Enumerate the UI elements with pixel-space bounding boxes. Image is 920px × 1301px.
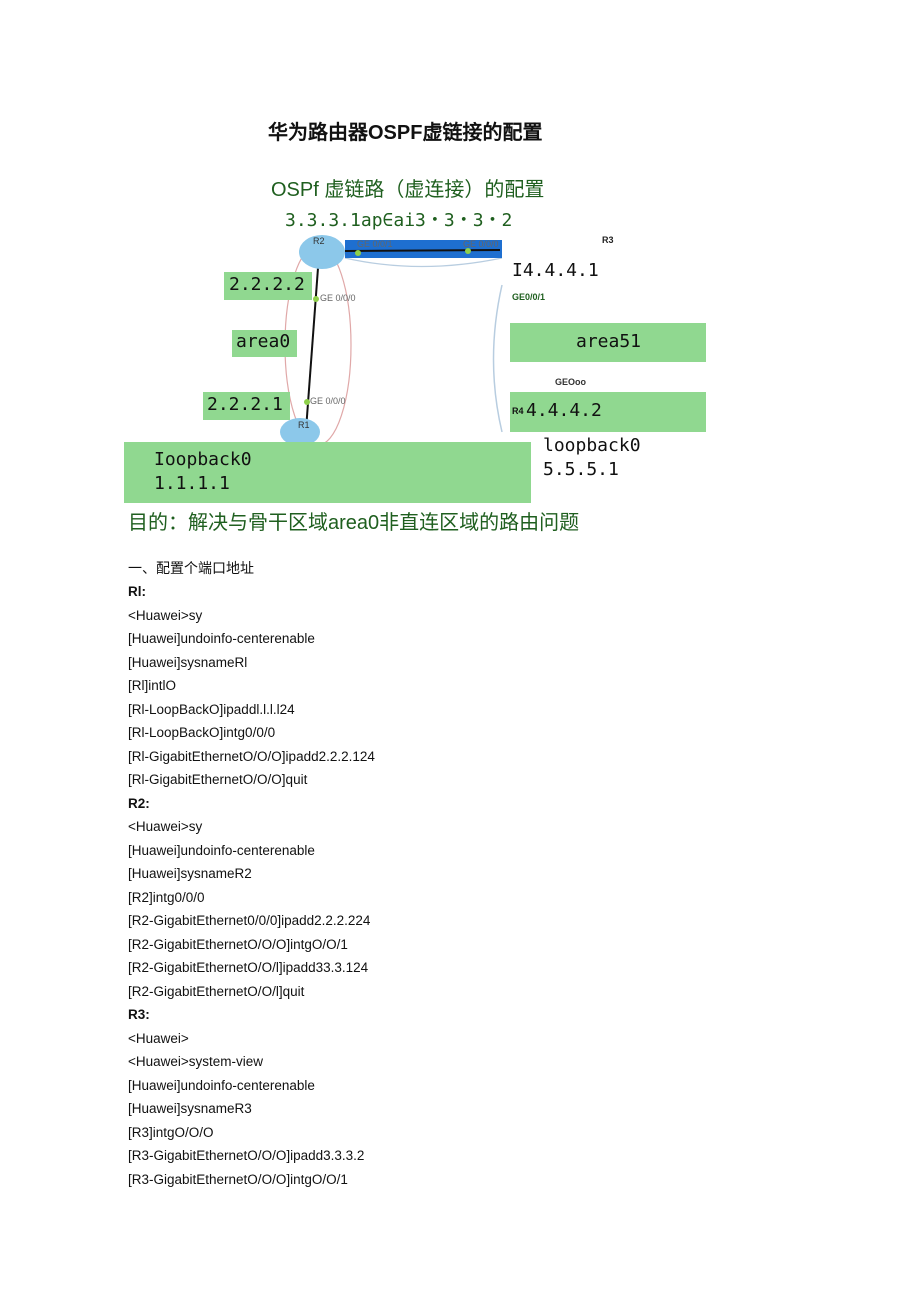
code-line: <Huawei> (128, 1030, 189, 1046)
area-label: area51 (576, 331, 642, 352)
highlight-box (510, 392, 706, 432)
port-label: GE 0/0/1 (357, 239, 393, 249)
highlight-box (232, 330, 297, 357)
code-line: <Huawei>system-view (128, 1054, 264, 1069)
code-line: [Huawei]sysnameR3 (128, 1101, 252, 1116)
port-dot (355, 250, 361, 256)
highlight-box (510, 323, 706, 362)
code-line: [Rl-LoopBackO]ipaddl.l.l.l24 (128, 701, 295, 717)
code-line: [R2-GigabitEthernetO/O/l]quit (128, 983, 305, 999)
code-line: [Huawei]undoinfo-centerenable (128, 1077, 315, 1093)
code-line: <Huawei>sy (128, 607, 203, 623)
page-title: 华为路由器OSPF虚链接的配置 (268, 122, 543, 144)
code-line: [R2-GigabitEthernetO/O/l]ipadd33.3.124 (128, 960, 369, 975)
diagram-heading: OSPf 虚链路（虚连接）的配置 (271, 179, 545, 201)
section-heading: 一、配置个端口地址 (128, 560, 254, 576)
code-line: [Huawei]undoinfo-centerenable (128, 631, 315, 646)
code-line: [Huawei]sysnameR2 (128, 866, 252, 881)
loopback-ip: 5.5.5.1 (543, 459, 619, 480)
code-line: [R2]intg0/0/0 (128, 889, 205, 905)
highlight-box (203, 392, 290, 420)
area51-arc (492, 284, 503, 433)
ip-label: 2.2.2.2 (229, 274, 305, 295)
r2-r3-link (344, 249, 501, 252)
loopback-label: Ioopback0 (154, 449, 252, 470)
r2-r3-arc (344, 257, 503, 268)
ip-label: 4.4.4.2 (526, 400, 602, 421)
code-line: <Huawei>sy (128, 819, 203, 834)
config-code-block: Rl: <Huawei>sy [Huawei]undoinfo-centerenab… (128, 580, 375, 1191)
code-line: [R3-GigabitEthernetO/O/O]ipadd3.3.3.2 (128, 1148, 365, 1163)
port-dot (313, 296, 319, 302)
port-dot (304, 399, 310, 405)
area-label: area0 (236, 331, 291, 352)
highlight-box (224, 272, 312, 300)
router-r2-icon (299, 235, 345, 269)
port-label: GE 0/0/0 (320, 293, 356, 303)
code-line: [Rl-GigabitEthernetO/O/O]quit (128, 772, 308, 787)
ip-label: I4.4.4.1 (512, 260, 599, 281)
router-heading: Rl: (128, 584, 146, 599)
code-line: [Huawei]sysnameRl (128, 654, 248, 670)
router-r4-label: R4 (512, 406, 524, 416)
port-label: GE 0/0/0 (310, 396, 346, 406)
code-line: [R3-GigabitEthernetO/O/O]intgO/O/1 (128, 1171, 348, 1187)
router-r2-label: R2 (313, 236, 325, 246)
router-r3-label: R3 (602, 235, 614, 245)
router-r1-icon (280, 418, 320, 446)
ip-label: 2.2.2.1 (207, 394, 283, 415)
highlight-box (124, 442, 531, 503)
router-heading: R3: (128, 1007, 150, 1022)
code-line: [Rl]intlO (128, 678, 177, 693)
loopback-label: loopback0 (543, 435, 641, 456)
code-line: [Rl-GigabitEthernetO/O/O]ipadd2.2.2.124 (128, 748, 375, 764)
port-label: GE 0/0/0 (463, 239, 499, 249)
purpose-text: 目的：解决与骨干区域area0非直连区域的路由问题 (128, 512, 580, 534)
diagram-address-line: 3.3.3.1ap∈ai3・3・3・2 (285, 210, 513, 231)
code-line: [R3]intgO/O/O (128, 1124, 214, 1140)
code-line: [Huawei]undoinfo-centerenable (128, 842, 315, 858)
router-heading: R2: (128, 795, 150, 811)
router-r1-label: R1 (298, 420, 310, 430)
port-label: GE0/0/1 (512, 292, 546, 302)
code-line: [Rl-LoopBackO]intg0/0/0 (128, 725, 276, 740)
r2-r3-link-highlight (345, 240, 502, 258)
port-label: GEOoo (555, 377, 586, 387)
code-line: [R2-GigabitEthernet0/0/0]ipadd2.2.2.224 (128, 913, 371, 928)
loopback-ip: 1.1.1.1 (154, 473, 230, 494)
port-dot (465, 248, 471, 254)
code-line: [R2-GigabitEthernetO/O/O]intgO/O/1 (128, 936, 348, 952)
